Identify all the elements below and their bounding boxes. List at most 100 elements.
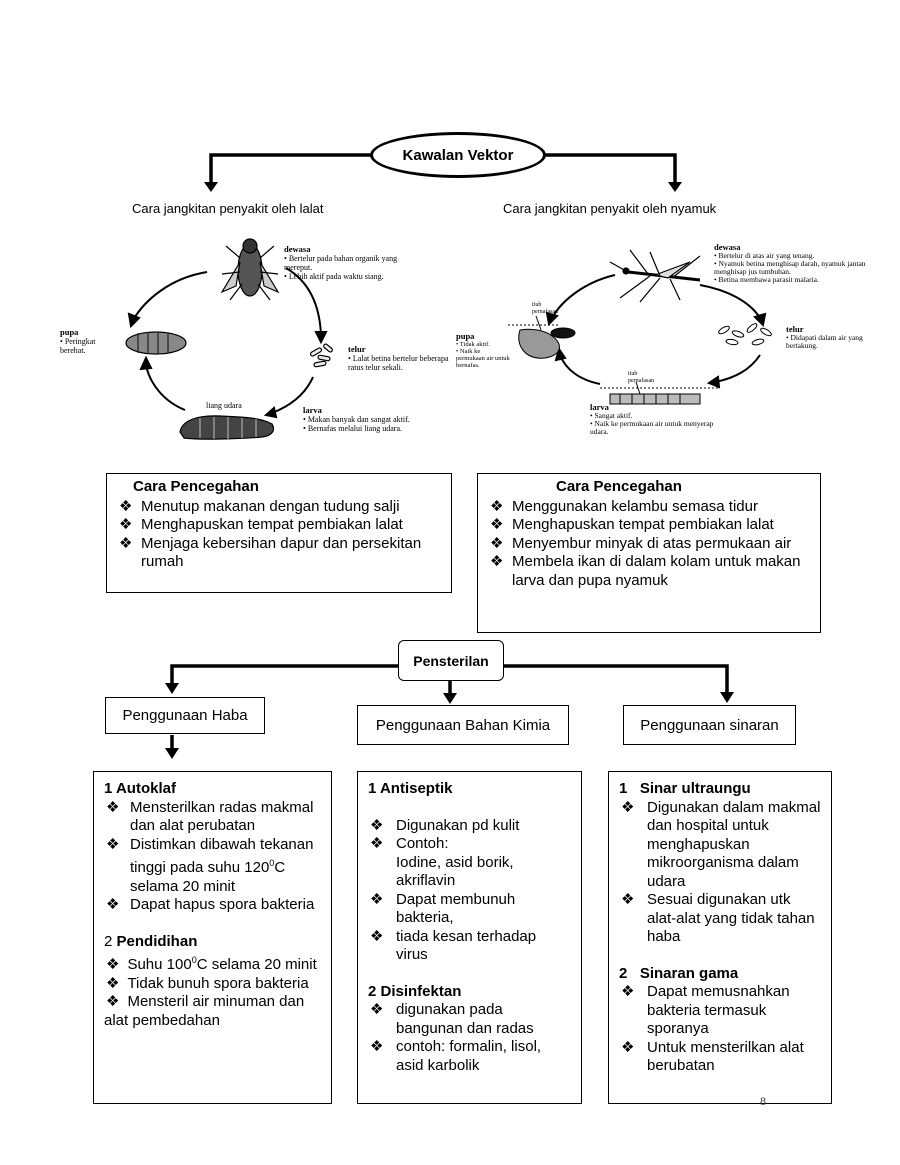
mosquito-telur-title: telur: [786, 324, 804, 334]
list-item-text: Dapat hapus spora bakteria: [130, 896, 315, 913]
page-number: 8: [760, 1094, 766, 1108]
list-item: ❖Distimkan dibawah tekanan tinggi pada s…: [104, 836, 321, 897]
rad-h1: 1 Sinar ultraungu: [619, 780, 751, 797]
list-item: ❖ Sesuai digunakan utk alat-alat yang tid…: [619, 891, 821, 947]
method-chem-text: Penggunaan Bahan Kimia: [375, 716, 551, 734]
chem-h2: 2 Disinfektan: [368, 982, 462, 1000]
heat-detail-box: 1 Autoklaf ❖Mensterilkan radas makmal da…: [93, 771, 332, 1104]
fly-larva-1: Makan banyak dan sangat aktif.: [307, 415, 410, 424]
list-item: ❖Menutup makanan dengan tudung salji: [117, 498, 441, 517]
mosquito-larva-label: larva • Sangat aktif. • Naik ke permukaa…: [590, 402, 714, 436]
list-item: ❖Menjaga kebersihan dapur dan persekitan…: [117, 535, 441, 572]
mosquito-pupa-title: pupa: [456, 331, 475, 341]
rad-h2: 2 Sinaran gama: [619, 964, 739, 982]
mosquito-adult-icon: [609, 249, 701, 303]
method-rad-text: Penggunaan sinaran: [640, 716, 779, 734]
fly-dewasa-title: dewasa: [284, 244, 311, 254]
bullet-icon: ❖: [119, 497, 133, 515]
mosquito-telur-1: Didapati dalam air yang bertakung.: [786, 333, 863, 350]
fly-telur-label: telur • Lalat betina bertelur beberapa r…: [348, 344, 449, 373]
fly-larva-label: larva • Makan banyak dan sangat aktif. •…: [303, 405, 410, 434]
list-item: ❖Mensterilkan radas makmal dan alat peru…: [104, 799, 321, 836]
top-branch-right: [545, 153, 682, 192]
sterilization-tree: [165, 664, 734, 759]
prevention-mosquito-box: Cara Pencegahan ❖Menggunakan kelambu sem…: [477, 473, 821, 633]
list-item-text: Tidak bunuh spora bakteria: [127, 974, 309, 992]
mosquito-dewasa-3: Betina membawa parasit malaria.: [718, 275, 819, 284]
bullet-icon: ❖: [621, 891, 635, 908]
fly-telur-title: telur: [348, 344, 366, 354]
list-item: ❖Contoh:Iodine, asid borik, akriflavin: [368, 835, 571, 891]
mosquito-pupa-label: pupa • Tidak aktif. • Naik ke permukaan …: [456, 331, 510, 369]
title-text: Kawalan Vektor: [402, 146, 514, 164]
degree-sup: 0: [191, 955, 197, 965]
mosquito-larva-title: larva: [590, 402, 609, 412]
list-item: ❖Untuk mensterilkan alat berubatan: [619, 1039, 821, 1076]
bullet-icon: ❖: [370, 890, 384, 908]
list-item: ❖ Tidak bunuh spora bakteria: [104, 975, 321, 994]
mosquito-larva-1: Sangat aktif.: [594, 411, 633, 420]
sterilization-node: Pensterilan: [398, 640, 504, 681]
fly-caption: Cara jangkitan penyakit oleh lalat: [132, 201, 324, 216]
list-item: ❖Digunakan dalam makmal dan hospital unt…: [619, 799, 821, 892]
bullet-icon: ❖: [370, 1001, 384, 1018]
bullet-icon: ❖: [370, 816, 384, 834]
bullet-icon: ❖: [106, 798, 120, 816]
prevention-fly-box: Cara Pencegahan ❖Menutup makanan dengan …: [106, 473, 452, 593]
mosquito-tiub-label-2: tiub pernafasan: [628, 371, 654, 384]
fly-liang-udara-label: liang udara: [206, 401, 242, 410]
list-item: ❖Menghapuskan tempat pembiakan lalat: [488, 516, 810, 535]
fly-dewasa-1: Bertelur pada bahan organik yang mereput…: [284, 254, 398, 272]
title-kawalan-vektor: Kawalan Vektor: [370, 132, 546, 178]
list-item: ❖ Suhu 1000C selama 20 minit: [104, 951, 321, 975]
mosquito-dewasa-title: dewasa: [714, 242, 741, 252]
list-item: ❖Dapat hapus spora bakteria: [104, 896, 321, 915]
bullet-icon: ❖: [370, 835, 384, 852]
bullet-icon: ❖: [621, 983, 635, 1000]
list-item-text: Mensteril air minuman dan alat pembedaha…: [104, 993, 305, 1029]
rad-detail-box: 1 Sinar ultraungu ❖Digunakan dalam makma…: [608, 771, 832, 1104]
fly-pupa-label: pupa • Peringkat berehat.: [60, 327, 96, 356]
sterilization-text: Pensterilan: [413, 652, 489, 669]
bullet-icon: ❖: [490, 553, 504, 570]
list-item: ❖ digunakan pada bangunan dan radas: [368, 1001, 571, 1038]
prevention-mosquito-list: ❖Menggunakan kelambu semasa tidur ❖Mengh…: [488, 498, 810, 591]
bullet-icon: ❖: [119, 516, 133, 533]
rad-list-2: ❖Dapat memusnahkan bakteria termasuk spo…: [619, 983, 821, 1076]
bullet-icon: ❖: [106, 974, 120, 992]
mosquito-caption: Cara jangkitan penyakit oleh nyamuk: [503, 201, 717, 216]
list-item-text: Sesuai digunakan utk alat-alat yang tida…: [647, 891, 815, 945]
method-heat-text: Penggunaan Haba: [122, 707, 248, 724]
list-item-text: Menggunakan kelambu semasa tidur: [512, 497, 758, 515]
heat-h2-num: 2: [104, 932, 117, 950]
list-item: ❖Menggunakan kelambu semasa tidur: [488, 498, 810, 517]
list-item-text: Suhu 100: [127, 956, 192, 973]
mosquito-eggs-icon: [718, 323, 772, 346]
mosquito-dewasa-1: Bertelur di atas air yang tenang.: [718, 251, 815, 260]
list-item: ❖Mensteril air minuman dan alat pembedah…: [104, 993, 321, 1030]
bullet-icon: ❖: [106, 956, 120, 973]
chem-list-1: ❖Digunakan pd kulit ❖Contoh:Iodine, asid…: [368, 817, 571, 965]
list-item-text: digunakan pada bangunan dan radas: [396, 1001, 534, 1037]
list-item-text: C selama 20 minit: [130, 859, 286, 895]
list-item-text: contoh: formalin, lisol, asid karbolik: [396, 1038, 542, 1074]
bullet-icon: ❖: [490, 534, 504, 552]
mosquito-dewasa-label: dewasa • Bertelur di atas air yang tenan…: [714, 242, 866, 284]
fly-telur-1: Lalat betina bertelur beberapa ratus tel…: [348, 354, 449, 372]
list-item-text: C selama 20 minit: [196, 956, 317, 973]
rad-list-1: ❖Digunakan dalam makmal dan hospital unt…: [619, 799, 821, 947]
bullet-icon: ❖: [370, 927, 384, 945]
heat-h2-title: Pendidihan: [116, 932, 198, 950]
fly-adult-icon: [220, 238, 280, 301]
method-chem-label: Penggunaan Bahan Kimia: [357, 705, 569, 745]
fly-pupa-icon: [125, 331, 187, 355]
list-item: ❖contoh: formalin, lisol, asid karbolik: [368, 1038, 571, 1075]
chem-detail-box: 1 Antiseptik ❖Digunakan pd kulit ❖Contoh…: [357, 771, 582, 1104]
fly-larva-title: larva: [303, 405, 322, 415]
list-item: ❖ tiada kesan terhadap virus: [368, 928, 571, 965]
list-item-text: tiada kesan terhadap virus: [396, 927, 537, 964]
bullet-icon: ❖: [621, 798, 635, 816]
mosquito-telur-label: telur • Didapati dalam air yang bertakun…: [786, 324, 863, 350]
fly-dewasa-label: dewasa • Bertelur pada bahan organik yan…: [284, 244, 398, 282]
